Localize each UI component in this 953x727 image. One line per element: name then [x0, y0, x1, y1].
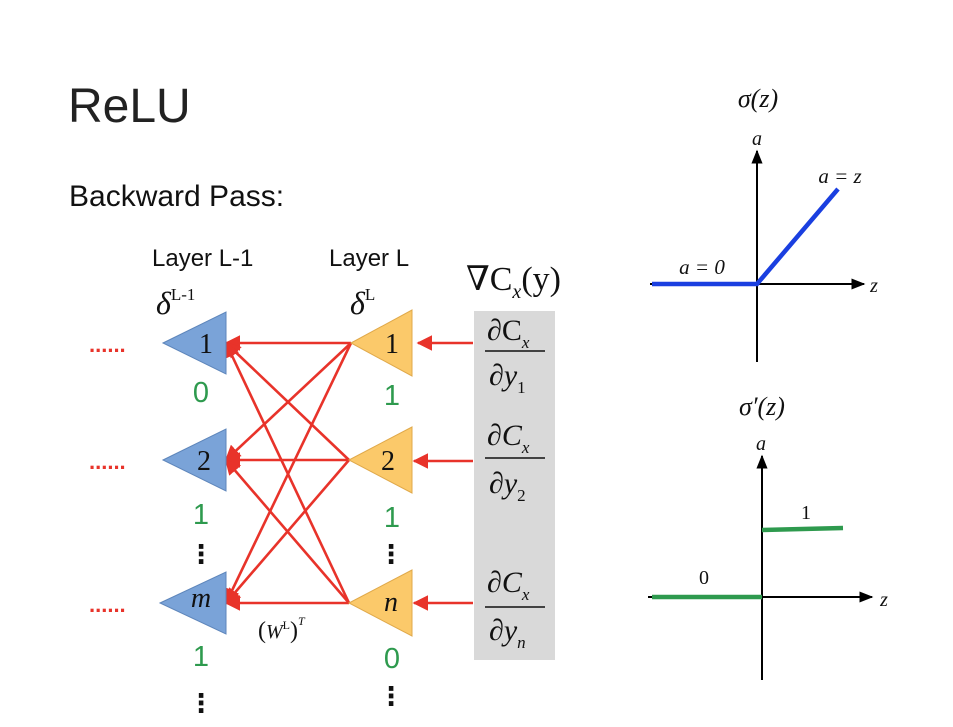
weight-open-paren: ( [258, 618, 266, 644]
curr-node-2-label: 2 [381, 446, 395, 477]
prev-node-m [158, 571, 227, 635]
partial-n-denominator: ∂yn [489, 614, 526, 652]
partial-n-num-d: ∂ [487, 566, 502, 599]
gradient-sub: x [511, 281, 521, 303]
partial-n-den-sub: n [517, 633, 526, 652]
gradient-label: ∇Cx(y) [466, 261, 561, 303]
vertical-ellipses: ⋮ ⋮ ⋮ ⋮ [188, 539, 404, 718]
delta-prev-symbol: δ [156, 285, 172, 321]
partial-2-numerator: ∂Cx [487, 419, 530, 457]
delta-prev-label: δL-1 [156, 285, 195, 321]
partial-n-den-y: y [501, 614, 518, 647]
curr-node-2 [347, 426, 413, 494]
gradient-arg: (y) [521, 261, 561, 298]
input-arrows [412, 335, 473, 611]
prev-node-m-label: m [191, 583, 211, 614]
partial-1-num-d: ∂ [487, 314, 502, 347]
partial-1-denominator: ∂y1 [489, 359, 526, 397]
curr-deriv-1: 1 [384, 380, 400, 412]
edge-n-2 [224, 458, 350, 604]
partial-1-num-sub: x [521, 333, 530, 352]
partial-2-den-y: y [501, 467, 518, 500]
partial-2-den-sub: 2 [517, 486, 526, 505]
relu-deriv-plot: σ′(z) a z 0 1 [648, 392, 888, 680]
partial-n-num-C: C [502, 566, 523, 599]
relu-plot-title: σ(z) [738, 84, 778, 113]
delta-curr-label: δL [350, 285, 375, 321]
weight-W: W [266, 621, 285, 643]
derivative-values: 0 1 1 1 1 0 [193, 377, 400, 675]
weight-close-paren: ) [290, 618, 298, 644]
gradient-nabla: ∇C [466, 261, 512, 298]
layer-prev-nodes: 1 2 m [158, 311, 227, 635]
curr-node-n [347, 569, 413, 637]
relu-deriv-x-axis-label: z [879, 589, 888, 611]
weight-transpose-label: (WL)T [258, 614, 306, 644]
partial-1-num-C: C [502, 314, 522, 347]
delta-prev-sup: L-1 [171, 285, 196, 304]
partial-2-num-C: C [502, 419, 523, 452]
prev-node-1-label: 1 [199, 329, 213, 360]
delta-curr-symbol: δ [350, 285, 366, 321]
partial-2-num-sub: x [521, 438, 530, 457]
weight-edges [224, 335, 353, 611]
partial-n: ∂Cx ∂yn [485, 566, 545, 652]
edge-n-1 [224, 341, 351, 604]
partial-2-den-d: ∂ [489, 467, 504, 500]
relu-y-axis-label: a [752, 128, 762, 150]
weight-sup-T: T [298, 614, 306, 628]
partial-2-num-d: ∂ [487, 419, 502, 452]
partial-n-num-sub: x [521, 585, 530, 604]
partial-1: ∂Cx ∂y1 [485, 314, 545, 397]
prev-deriv-m: 1 [193, 641, 209, 673]
prev-deriv-2: 1 [193, 499, 209, 531]
partial-n-den-d: ∂ [489, 614, 504, 647]
relu-deriv-y-axis-label: a [756, 433, 766, 455]
relu-plot: σ(z) a z a = 0 a = z [650, 84, 878, 362]
relu-deriv-high-segment [761, 525, 844, 533]
relu-curve [652, 187, 840, 287]
ellipsis-row-m: ...... [89, 592, 126, 617]
relu-x-axis-label: z [869, 275, 878, 297]
relu-deriv-label-high: 1 [801, 502, 811, 524]
partial-1-den-sub: 1 [517, 378, 526, 397]
prev-vdots-1: ⋮ [188, 539, 214, 569]
curr-deriv-n: 0 [384, 643, 400, 675]
prev-vdots-2: ⋮ [188, 688, 214, 718]
curr-vdots-2: ⋮ [378, 681, 404, 711]
partial-1-numerator: ∂Cx [487, 314, 530, 352]
edge-2-1 [224, 341, 350, 461]
relu-deriv-label-low: 0 [699, 567, 709, 589]
ellipsis-row-2: ...... [89, 449, 126, 474]
prev-deriv-1: 0 [193, 377, 209, 409]
relu-deriv-plot-title: σ′(z) [739, 392, 785, 421]
prev-node-2 [161, 428, 227, 492]
prev-node-1 [161, 311, 227, 375]
partial-1-den-y: y [501, 359, 518, 392]
left-ellipses: ...... ...... ...... [89, 332, 126, 617]
partial-1-den-d: ∂ [489, 359, 504, 392]
partial-2-denominator: ∂y2 [489, 467, 526, 505]
partial-n-numerator: ∂Cx [487, 566, 530, 604]
delta-curr-sup: L [365, 285, 375, 304]
curr-node-1-label: 1 [385, 329, 399, 360]
layer-curr-label: Layer L [329, 245, 409, 272]
slide-subtitle: Backward Pass: [69, 180, 284, 213]
curr-vdots-1: ⋮ [378, 539, 404, 569]
prev-node-2-label: 2 [197, 446, 211, 477]
layer-curr-nodes: 1 2 n [347, 309, 413, 637]
relu-label-identity: a = z [818, 164, 861, 188]
relu-label-zero: a = 0 [679, 255, 725, 279]
ellipsis-row-1: ...... [89, 332, 126, 357]
slide-title: ReLU [68, 80, 191, 133]
weight-sup-L: L [283, 618, 290, 632]
partial-2: ∂Cx ∂y2 [485, 419, 545, 505]
curr-node-1 [349, 309, 413, 377]
partials-box [474, 311, 555, 660]
layer-prev-label: Layer L-1 [152, 245, 253, 272]
curr-deriv-2: 1 [384, 502, 400, 534]
curr-node-n-label: n [384, 587, 398, 618]
